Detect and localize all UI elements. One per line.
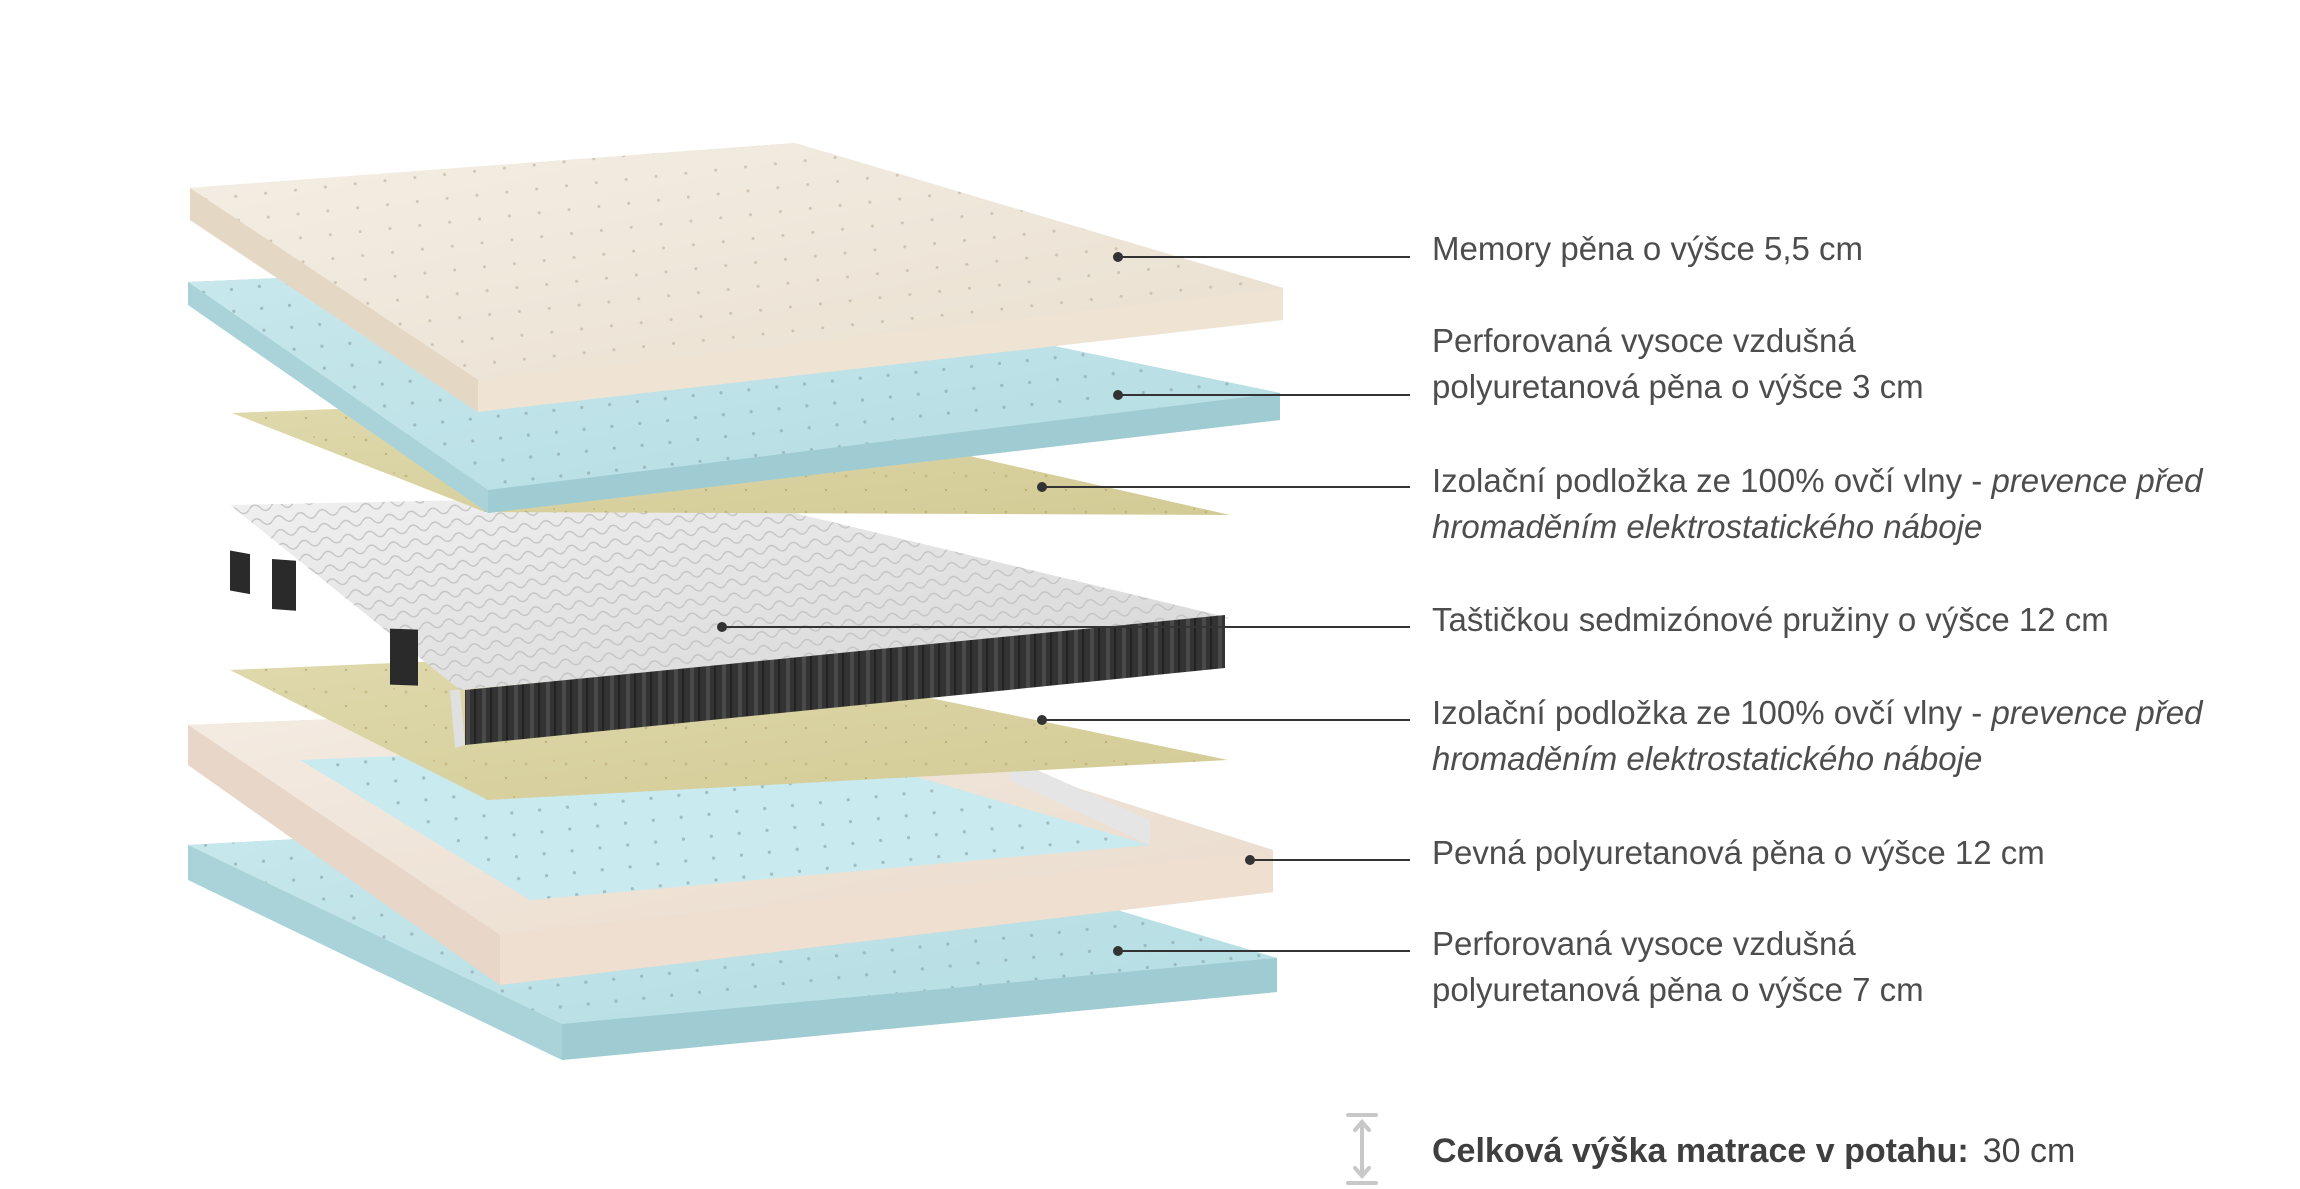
leader-memory-foam [1113,252,1410,262]
total-height: Celková výška matrace v potahu: 30 cm [1432,1128,2075,1174]
label-pocket-springs: Taštičkou sedmizónové pružiny o výšce 12… [1432,597,2109,643]
total-height-value: 30 cm [1982,1132,2076,1170]
label-line: hromaděním elektrostatického náboje [1432,740,1983,777]
label-lower-wool-pad: Izolační podložka ze 100% ovčí vlny - pr… [1432,690,2202,782]
label-upper-blue-foam: Perforovaná vysoce vzdušná polyuretanová… [1432,318,1924,410]
label-foam-frame: Pevná polyuretanová pěna o výšce 12 cm [1432,830,2045,876]
leader-bottom-blue-foam [1113,946,1410,956]
layer-pocket-springs [230,495,1230,748]
leader-springs [717,622,1410,632]
label-upper-wool-pad: Izolační podložka ze 100% ovčí vlny - pr… [1432,458,2202,550]
vertical-double-arrow-icon [1346,1113,1378,1185]
label-bottom-blue-foam: Perforovaná vysoce vzdušná polyuretanová… [1432,921,1924,1013]
label-line: Perforovaná vysoce vzdušná [1432,322,1856,359]
total-height-label: Celková výška matrace v potahu: [1432,1132,1969,1170]
label-line: Perforovaná vysoce vzdušná [1432,925,1856,962]
leader-upper-wool [1037,482,1410,492]
leader-upper-blue-foam [1113,390,1410,400]
leader-foam-frame [1245,855,1410,865]
layer-memory-foam [190,143,1283,412]
label-line: Izolační podložka ze 100% ovčí vlny - pr… [1432,462,2203,499]
leader-lines [717,252,1410,956]
label-line: hromaděním elektrostatického náboje [1432,508,1983,545]
label-line: Pevná polyuretanová pěna o výšce 12 cm [1432,834,2045,871]
label-line: polyuretanová pěna o výšce 3 cm [1432,368,1924,405]
label-memory-foam: Memory pěna o výšce 5,5 cm [1432,226,1863,272]
label-line: Izolační podložka ze 100% ovčí vlny - pr… [1432,694,2203,731]
label-line: Taštičkou sedmizónové pružiny o výšce 12… [1432,601,2109,638]
label-line: polyuretanová pěna o výšce 7 cm [1432,971,1924,1008]
leader-lower-wool [1037,715,1410,725]
label-line: Memory pěna o výšce 5,5 cm [1432,230,1863,267]
